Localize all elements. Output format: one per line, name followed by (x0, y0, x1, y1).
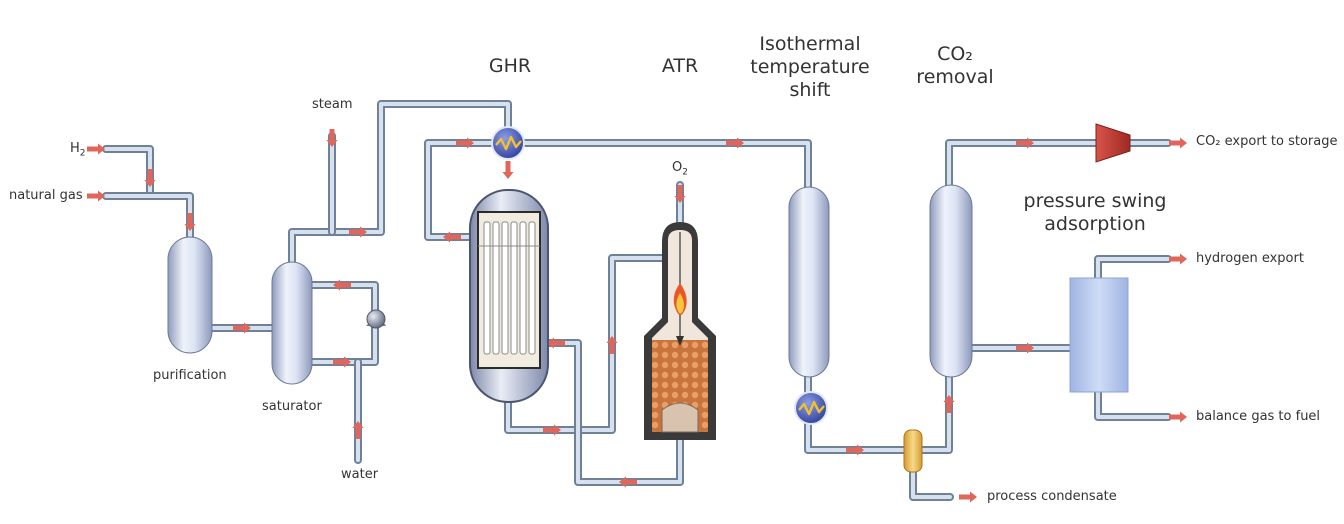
natural-gas-input-label: natural gas (9, 188, 83, 203)
compressor-icon (1095, 123, 1131, 163)
balance-gas-label: balance gas to fuel (1196, 409, 1321, 424)
flame-icon (673, 283, 687, 315)
co2-removal-header-line2: removal (916, 66, 994, 88)
psa-header-line2: adsorption (1044, 213, 1146, 235)
pump-icon (366, 309, 386, 329)
saturator-vessel (271, 261, 313, 385)
co2-removal-column (929, 184, 973, 378)
h2-subscript: 2 (79, 148, 86, 159)
water-input-label: water (341, 467, 379, 482)
flow-arrow (1169, 411, 1187, 423)
flow-arrow (87, 143, 105, 155)
purification-label: purification (153, 368, 227, 383)
heat-exchanger-icon (794, 391, 828, 425)
ghr-header: GHR (488, 55, 532, 77)
flow-arrow (502, 161, 514, 179)
psa-header: pressure swing adsorption (1010, 190, 1180, 236)
pipes (102, 100, 1172, 501)
separator-icon (903, 429, 923, 473)
h2-symbol: H (70, 141, 80, 156)
co2-export-label: CO₂ export to storage (1196, 134, 1338, 149)
psa-unit (1069, 277, 1129, 393)
h2-input-label: H2 (70, 141, 86, 159)
flow-arrow (959, 491, 977, 503)
atr-header: ATR (661, 55, 699, 77)
co2-removal-header: CO₂ removal (900, 43, 1010, 89)
ghr-reactor (469, 189, 549, 403)
flow-arrow (1169, 137, 1187, 149)
shift-header-line3: shift (789, 79, 831, 101)
shift-reactor (788, 186, 830, 378)
o2-input-label: O2 (672, 160, 688, 178)
shift-header-line2: temperature (750, 56, 870, 78)
flow-arrow (1169, 253, 1187, 265)
shift-header-line1: Isothermal (759, 33, 861, 55)
heat-exchanger-icon (491, 126, 525, 160)
saturator-label: saturator (262, 399, 322, 414)
co2-removal-header-line1: CO₂ (937, 43, 973, 65)
flow-arrows (87, 129, 1187, 503)
o2-subscript: 2 (682, 167, 688, 178)
psa-header-line1: pressure swing (1023, 190, 1167, 212)
steam-input-label: steam (312, 97, 353, 112)
hydrogen-export-label: hydrogen export (1196, 251, 1304, 266)
shift-header: Isothermal temperature shift (740, 33, 880, 102)
process-condensate-label: process condensate (987, 489, 1117, 504)
o2-symbol: O (672, 160, 683, 175)
flow-arrow (87, 190, 105, 202)
purification-vessel (167, 236, 213, 354)
